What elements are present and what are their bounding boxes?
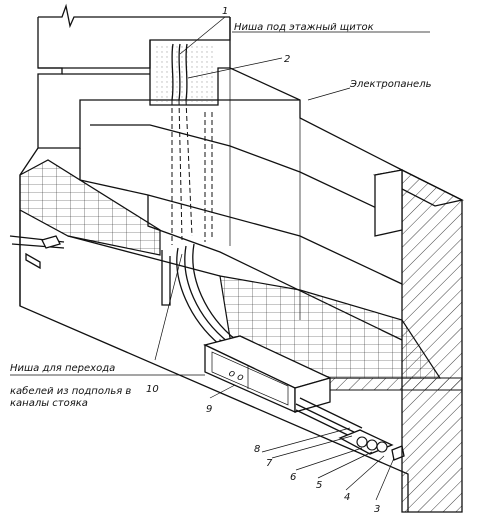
pipe-end-1	[356, 436, 368, 448]
niche-back	[155, 44, 215, 102]
cable-bundle-upper	[171, 43, 188, 101]
distribution-box-side	[294, 377, 331, 413]
callout-5: 5	[316, 480, 322, 491]
transition-niche	[161, 250, 171, 306]
label-electropanel: Электропанель	[349, 79, 432, 90]
pipe-end-3	[376, 441, 388, 453]
end-block-front	[401, 168, 463, 513]
cable-bundle-lower	[176, 243, 237, 346]
end-block-side	[374, 169, 403, 237]
panel-course-top-slope	[229, 17, 403, 171]
pipe-end-2	[366, 439, 378, 451]
callout-1: 1	[222, 6, 228, 17]
distribution-box-panel	[211, 351, 289, 406]
label-floor-panel-niche: Ниша под этажный щиток	[234, 22, 374, 33]
label-transition-niche-1: Ниша для перехода	[10, 363, 115, 374]
bottom-flange	[391, 445, 405, 461]
panel-course-joint	[38, 99, 300, 149]
left-rail-bracket	[41, 235, 61, 249]
callout-9: 9	[206, 404, 212, 415]
floor-slab-left	[19, 159, 161, 256]
label-transition-niche-2: кабелей из подполья в	[10, 385, 131, 397]
cable-dashed-lines	[171, 99, 213, 245]
label-transition-niche-3: каналы стояка	[10, 398, 88, 409]
slab-front-line	[19, 210, 221, 306]
callout-4: 4	[344, 492, 350, 503]
leader-lines	[10, 16, 430, 501]
callout-2: 2	[284, 54, 290, 65]
callout-8: 8	[254, 444, 260, 455]
callout-10: 10	[146, 384, 159, 395]
floor-panel-niche	[149, 40, 230, 106]
break-line	[38, 3, 230, 29]
callout-6: 6	[290, 472, 296, 483]
callout-7: 7	[266, 458, 273, 469]
callout-3: 3	[374, 504, 380, 515]
panel-course-mid	[90, 124, 403, 221]
joint-lines	[229, 68, 403, 400]
